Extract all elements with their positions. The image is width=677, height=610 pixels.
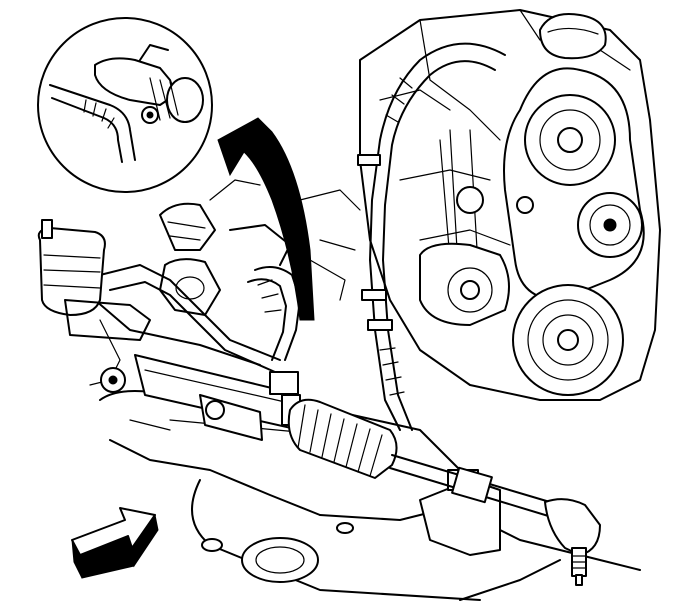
engine-accessory-belt-and-pulleys — [419, 67, 645, 396]
crossmember-frame — [99, 390, 641, 601]
mid-engine-components — [159, 179, 361, 316]
steering-gear-rack-and-pinion — [100, 354, 301, 441]
detail-inset-hose-clamp — [37, 17, 213, 193]
engine-block — [359, 9, 661, 401]
vehicle-front-direction-arrow — [71, 507, 159, 579]
steering-gear-mount-bushing — [37, 219, 151, 386]
removal-direction-arrow — [217, 117, 315, 321]
outer-tie-rod-end — [389, 454, 601, 586]
steering-gear-boot — [287, 398, 398, 479]
